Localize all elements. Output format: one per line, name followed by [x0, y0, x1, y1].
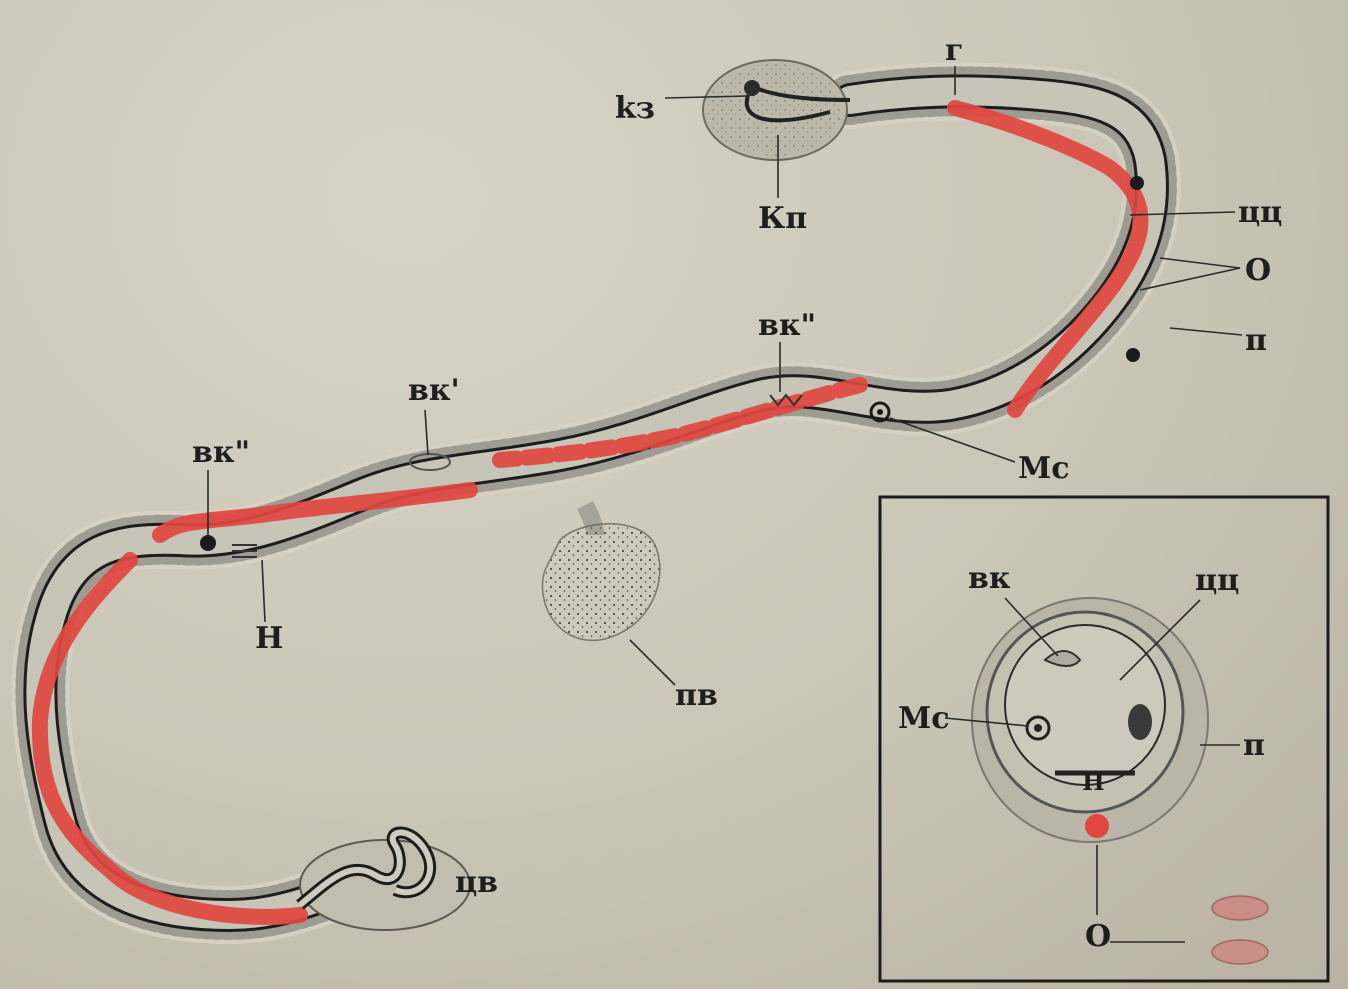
cross-mc-core — [1034, 724, 1042, 732]
leader-o-1 — [1160, 258, 1240, 268]
blood-cell — [1212, 896, 1268, 920]
blood-cell — [1212, 940, 1268, 964]
inset-label-o: О — [1085, 919, 1111, 954]
label-cc: цц — [1238, 195, 1282, 230]
label-vk1: вк' — [408, 373, 460, 408]
nucleus — [200, 535, 216, 551]
pv-stalk — [585, 505, 595, 535]
leader-pv — [630, 640, 675, 685]
label-vk2-left: вк" — [192, 435, 250, 470]
pv-mass — [542, 524, 659, 641]
leader-n — [262, 560, 265, 622]
label-p: п — [1245, 323, 1267, 358]
cross-red-vessel — [1085, 814, 1109, 838]
leader-p — [1170, 328, 1242, 335]
label-pv: пв — [675, 678, 718, 713]
pharynx-bulb — [744, 80, 760, 96]
label-mc: Мс — [1018, 451, 1069, 486]
cross-section — [972, 598, 1268, 964]
cross-nucleus — [1128, 704, 1152, 740]
tissue-halo — [40, 91, 1152, 915]
gut-lumen — [40, 91, 1152, 915]
inset-label-mc: Мс — [898, 701, 949, 736]
nucleus — [1130, 176, 1144, 190]
head-capsule-stipple — [707, 64, 843, 156]
label-n: Н — [255, 621, 283, 656]
label-o: О — [1245, 253, 1271, 288]
inset-label-p: п — [1243, 728, 1265, 763]
label-g: г — [945, 33, 963, 68]
label-cv: цв — [455, 865, 498, 900]
nucleus — [1126, 348, 1140, 362]
inset-label-cc: цц — [1195, 563, 1239, 598]
tissue-stipple — [40, 91, 1152, 915]
gut-wall — [40, 91, 1152, 915]
label-kp: Кп — [758, 201, 807, 236]
label-kz: kз — [615, 91, 655, 126]
mc-spiral-core — [877, 409, 883, 415]
label-vk2-top: вк" — [758, 308, 816, 343]
inset-label-vk: вк — [968, 561, 1011, 596]
inset-label-n: Н — [1082, 767, 1105, 796]
